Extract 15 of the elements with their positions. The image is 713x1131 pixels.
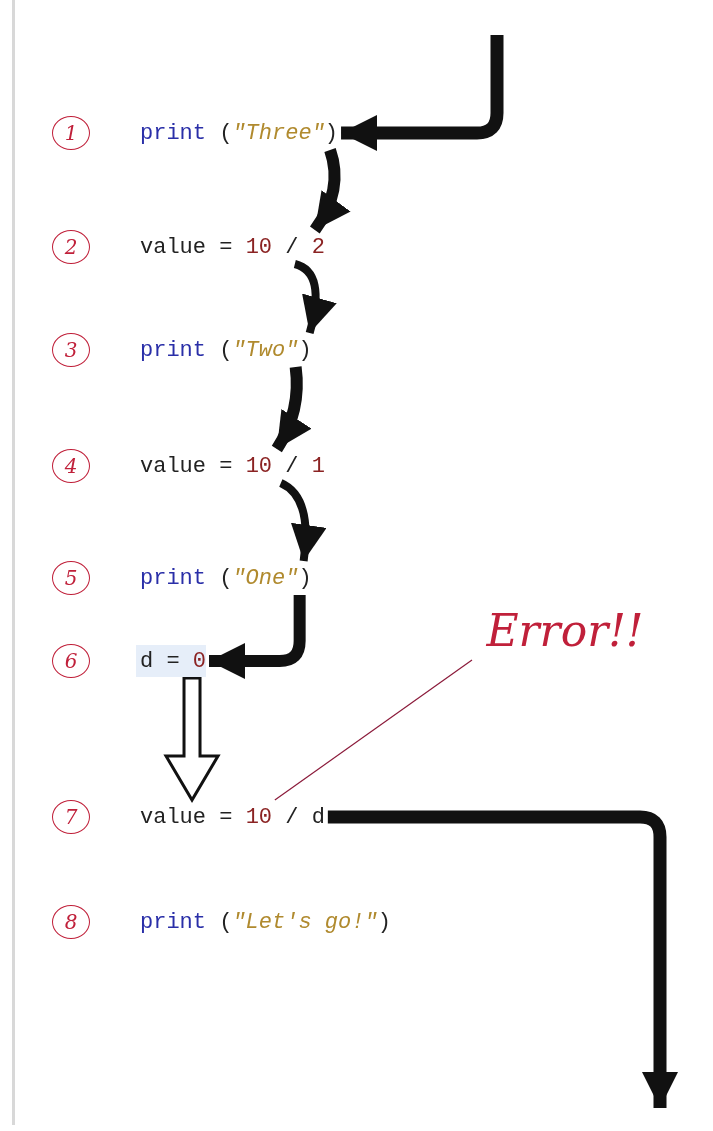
code-line: value = 10 / d xyxy=(136,801,325,833)
arrow xyxy=(271,366,312,453)
arrow xyxy=(341,35,504,151)
arrow xyxy=(209,595,306,679)
arrow xyxy=(327,810,678,1108)
hollow-arrow xyxy=(163,676,221,803)
code-line: value = 10 / 2 xyxy=(136,231,325,263)
code-line: print ("Let's go!") xyxy=(136,906,391,938)
arrow xyxy=(309,148,351,234)
code-line: value = 10 / 1 xyxy=(136,450,325,482)
code-line: print ("Two") xyxy=(136,334,312,366)
error-note: Error!! xyxy=(470,600,660,660)
leader-line xyxy=(274,659,473,801)
code-line: print ("One") xyxy=(136,562,312,594)
code-line: print ("Three") xyxy=(136,117,339,149)
